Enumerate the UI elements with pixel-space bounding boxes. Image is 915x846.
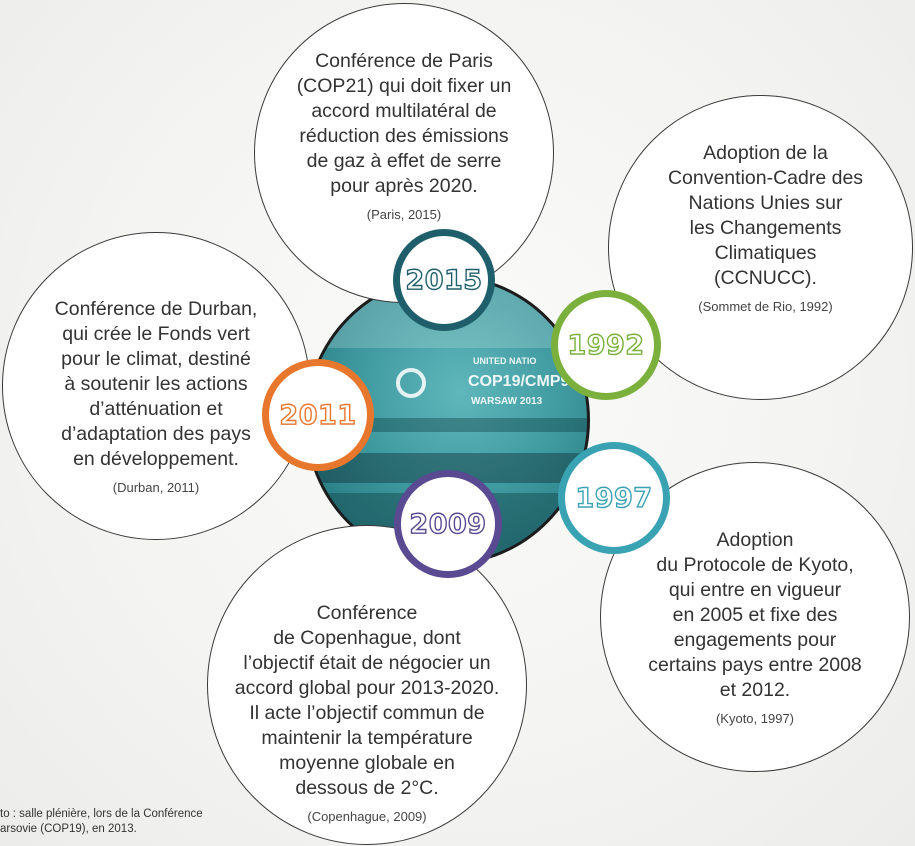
year-badge-2015: 2015 [393, 229, 495, 331]
event-bubble-1992: Adoption de la Convention-Cadre des Nati… [608, 95, 913, 400]
event-source-2015: (Paris, 2015) [366, 206, 442, 222]
photo-caption: to : salle plénière, lors de la Conféren… [0, 808, 203, 835]
cop-logo-icon [396, 368, 426, 398]
year-label-2009: 2009 [409, 508, 487, 540]
photo-sign-line3: WARSAW 2013 [471, 396, 543, 407]
event-text-1997: Adoption du Protocole de Kyoto, qui entr… [648, 528, 862, 701]
year-badge-1997: 1997 [558, 442, 670, 554]
year-label-1997: 1997 [575, 482, 653, 514]
photo-sign-line2: COP19/CMP9 [468, 373, 570, 390]
event-source-1992: (Sommet de Rio, 1992) [698, 298, 833, 314]
year-badge-2009: 2009 [394, 470, 502, 578]
event-bubble-2009: Conférence de Copenhague, dont l’objecti… [207, 525, 527, 845]
event-text-2009: Conférence de Copenhague, dont l’objecti… [234, 601, 500, 799]
event-source-2011: (Durban, 2011) [112, 479, 200, 495]
event-source-2009: (Copenhague, 2009) [307, 808, 427, 824]
year-label-2011: 2011 [279, 399, 357, 431]
event-text-2011: Conférence de Durban, qui crée le Fonds … [54, 297, 258, 470]
year-label-1992: 1992 [567, 329, 645, 361]
event-text-1992: Adoption de la Convention-Cadre des Nati… [667, 141, 864, 289]
year-label-2015: 2015 [405, 264, 483, 296]
event-bubble-1997: Adoption du Protocole de Kyoto, qui entr… [600, 462, 910, 772]
year-badge-2011: 2011 [262, 359, 374, 471]
photo-sign-line1: UNITED NATIO [473, 356, 537, 366]
event-source-1997: (Kyoto, 1997) [715, 710, 795, 726]
year-badge-1992: 1992 [551, 290, 661, 400]
event-text-2015: Conférence de Paris (COP21) qui doit fix… [296, 49, 512, 197]
event-bubble-2011: Conférence de Durban, qui crée le Fonds … [2, 232, 310, 540]
